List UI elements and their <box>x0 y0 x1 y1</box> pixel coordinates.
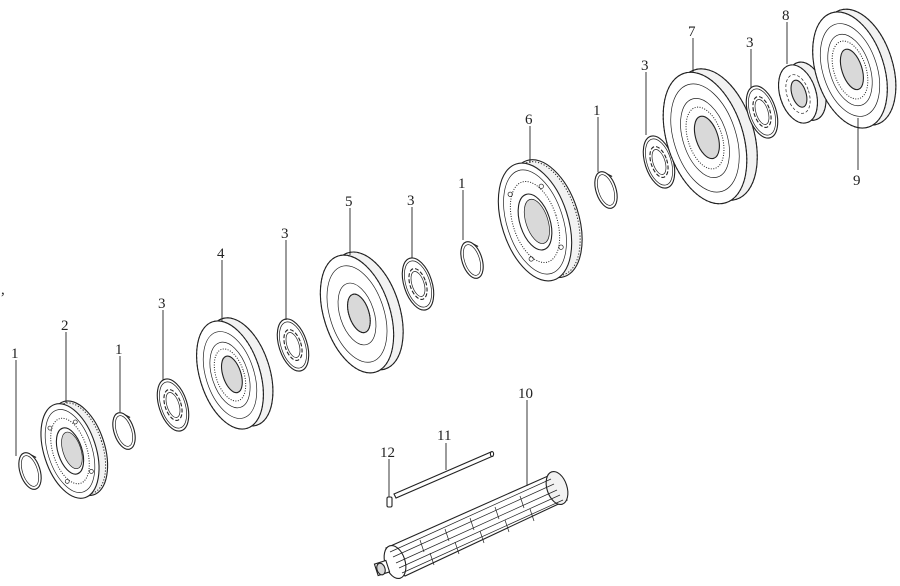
gear-9 <box>812 8 897 129</box>
stray-mark: , <box>1 282 5 298</box>
label-part-3d: 3 <box>641 58 649 74</box>
label-part-3e: 3 <box>746 35 754 51</box>
pin-12 <box>386 496 393 508</box>
label-part-11: 11 <box>437 428 451 444</box>
splined-washer-3b <box>276 318 310 372</box>
label-part-10: 10 <box>518 386 533 402</box>
label-part-4: 4 <box>217 246 225 262</box>
label-part-8: 8 <box>782 8 790 24</box>
part-labels: 1 2 1 3 4 3 5 3 1 6 1 3 7 3 8 9 10 11 12 <box>11 8 861 461</box>
label-part-3c: 3 <box>407 193 415 209</box>
label-part-12: 12 <box>380 445 395 461</box>
splined-washer-3a <box>156 378 190 432</box>
leader-lines <box>15 22 859 497</box>
snap-ring-1d <box>594 171 618 209</box>
gear-4 <box>196 317 274 430</box>
gear-7 <box>662 68 758 205</box>
label-part-1a: 1 <box>11 346 19 362</box>
label-part-7: 7 <box>688 24 696 40</box>
gear-5 <box>319 251 404 374</box>
splined-washer-3c <box>401 257 435 311</box>
label-part-6: 6 <box>525 112 533 128</box>
label-part-5: 5 <box>345 194 353 210</box>
synchronizer-hub-6 <box>497 159 583 282</box>
label-part-1d: 1 <box>593 103 601 119</box>
label-part-9: 9 <box>853 173 861 189</box>
label-part-3b: 3 <box>281 226 289 242</box>
synchronizer-hub-2 <box>40 400 109 499</box>
label-part-1b: 1 <box>115 342 123 358</box>
snap-ring-1b <box>112 412 136 450</box>
label-part-1c: 1 <box>458 176 466 192</box>
snap-ring-1a <box>18 452 42 490</box>
label-part-3a: 3 <box>158 296 166 312</box>
snap-ring-1c <box>460 241 484 279</box>
splined-washer-3e <box>745 85 779 139</box>
key-rod-11 <box>393 451 495 499</box>
label-part-2: 2 <box>61 318 69 334</box>
splined-shaft-10 <box>373 470 569 580</box>
